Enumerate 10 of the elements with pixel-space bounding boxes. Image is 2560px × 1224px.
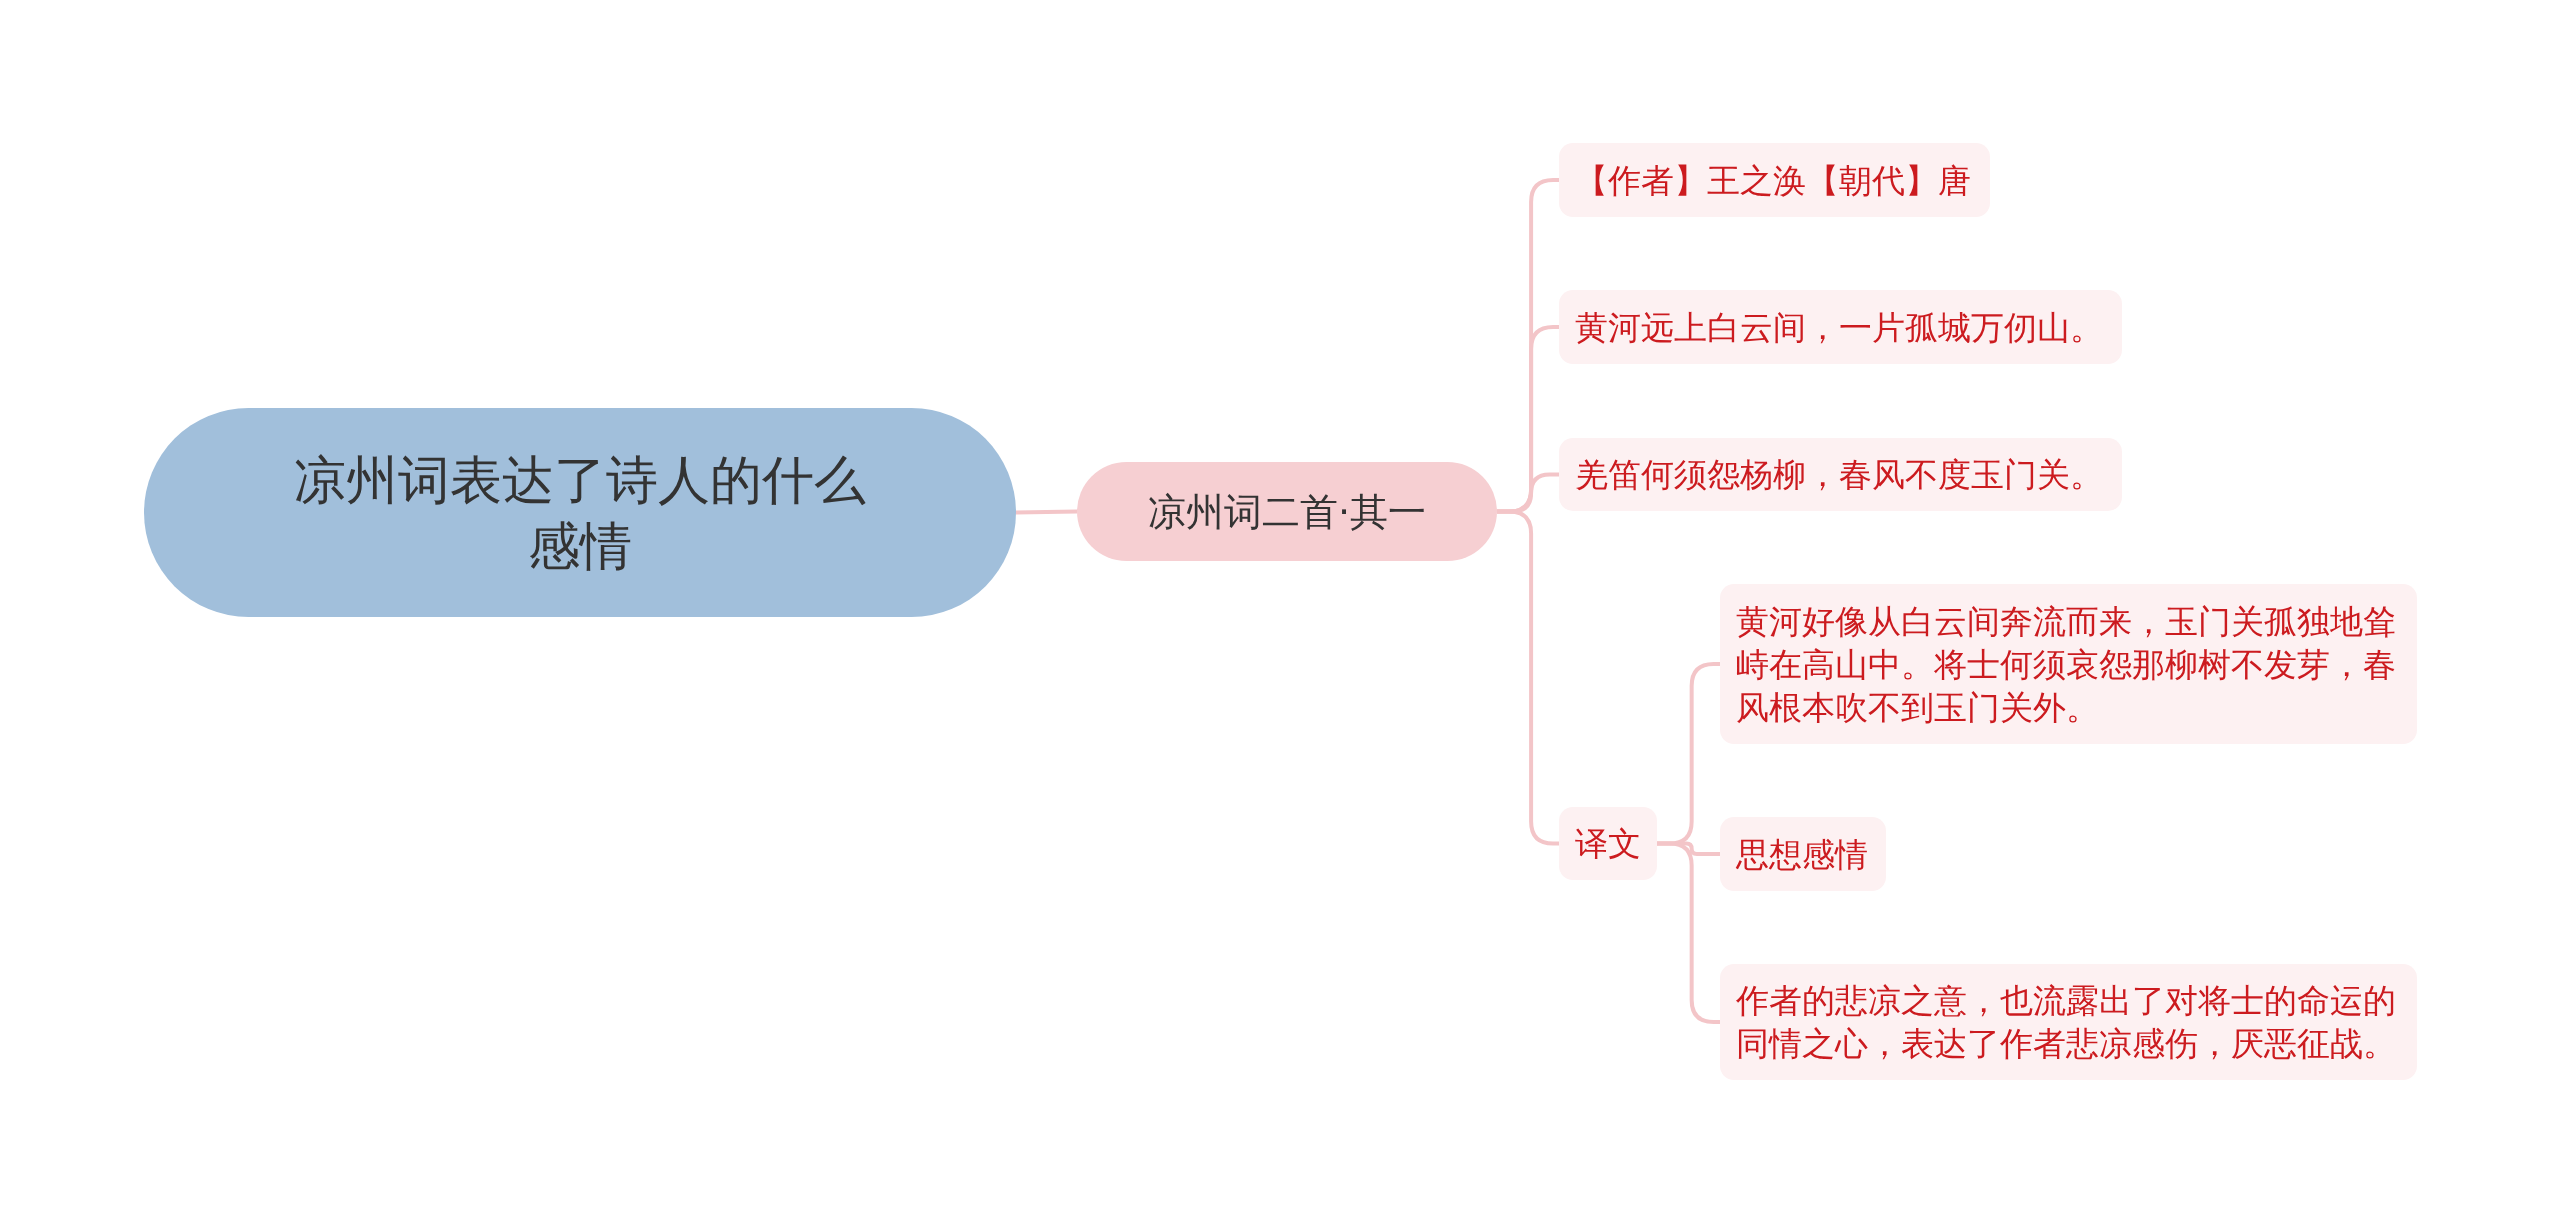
branch-topic-box: 凉州词二首·其一 — [1077, 462, 1497, 561]
leaf-box: 思想感情 — [1720, 817, 1886, 891]
connector-line — [1015, 509, 1078, 515]
leaf-box: 【作者】王之涣【朝代】唐 — [1559, 143, 1990, 217]
leaf-box: 黄河远上白云间，一片孤城万仞山。 — [1559, 290, 2122, 364]
leaf-box: 黄河好像从白云间奔流而来，玉门关孤独地耸峙在高山中。将士何须哀怨那柳树不发芽，春风根本吹不到玉门关外。 — [1720, 584, 2417, 744]
leaf-box: 羌笛何须怨杨柳，春风不度玉门关。 — [1559, 438, 2122, 511]
leaf-box: 译文 — [1559, 807, 1657, 880]
root-topic-box: 凉州词表达了诗人的什么感情 — [144, 408, 1016, 617]
leaf-box: 作者的悲凉之意，也流露出了对将士的命运的同情之心，表达了作者悲凉感伤，厌恶征战。 — [1720, 964, 2417, 1080]
